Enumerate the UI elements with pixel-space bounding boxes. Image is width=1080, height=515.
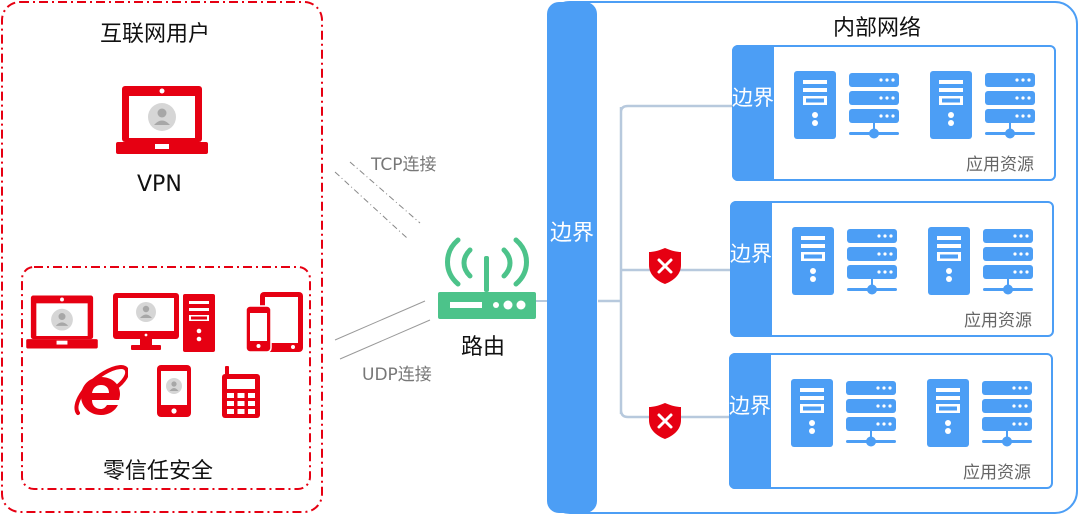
laptop-user-icon	[116, 86, 208, 154]
resource-label: 应用资源	[964, 311, 1032, 331]
segment-2: 边界 应用资源	[730, 201, 1054, 337]
smartphone-user-icon	[157, 365, 191, 417]
server-rack-icon	[982, 381, 1032, 447]
segment-boundary: 边界	[729, 353, 771, 489]
internet-users-title: 互联网用户	[100, 22, 211, 47]
phone-tablet-icon	[246, 292, 303, 352]
server-tower-icon	[792, 227, 834, 295]
zero-trust-border	[21, 266, 311, 490]
segment-3: 边界 应用资源	[729, 353, 1053, 489]
server-rack-icon	[847, 229, 897, 295]
zero-trust-title: 零信任安全	[103, 459, 214, 484]
router-label: 路由	[461, 335, 506, 360]
udp-line-1	[334, 300, 426, 341]
server-tower-icon	[928, 227, 970, 295]
tree-connector	[598, 104, 733, 419]
tcp-line-2	[334, 171, 408, 239]
resource-label: 应用资源	[963, 463, 1031, 483]
blocked-shield-icon	[649, 403, 681, 439]
outer-boundary-bar: 边界	[547, 2, 597, 513]
internal-network-title: 内部网络	[833, 16, 922, 41]
ie-browser-icon	[74, 365, 128, 415]
segment-boundary-label: 边界	[730, 242, 772, 266]
vpn-label: VPN	[137, 172, 182, 197]
segment-boundary-label: 边界	[732, 86, 774, 110]
server-tower-icon	[927, 379, 969, 447]
tcp-connection-label: TCP连接	[371, 155, 437, 175]
wifi-router-icon	[438, 237, 536, 319]
udp-line-2	[339, 319, 431, 360]
tcp-line-1	[349, 161, 421, 224]
server-rack-icon	[983, 229, 1033, 295]
outer-boundary-label: 边界	[549, 221, 594, 246]
laptop-user-icon	[26, 295, 98, 349]
blocked-shield-icon	[649, 248, 681, 284]
server-tower-icon	[930, 71, 972, 139]
segment-boundary: 边界	[732, 45, 774, 181]
server-tower-icon	[791, 379, 833, 447]
server-rack-icon	[849, 73, 899, 139]
server-tower-icon	[794, 71, 836, 139]
pc-tower-icon	[183, 294, 215, 352]
desktop-monitor-icon	[113, 293, 179, 350]
server-rack-icon	[985, 73, 1035, 139]
server-rack-icon	[846, 381, 896, 447]
segment-boundary: 边界	[730, 201, 772, 337]
segment-1: 边界 应用资源	[732, 45, 1056, 181]
segment-boundary-label: 边界	[729, 394, 771, 418]
udp-connection-label: UDP连接	[362, 365, 432, 385]
resource-label: 应用资源	[966, 155, 1034, 175]
internet-users-border	[1, 1, 323, 513]
feature-phone-icon	[222, 366, 260, 418]
